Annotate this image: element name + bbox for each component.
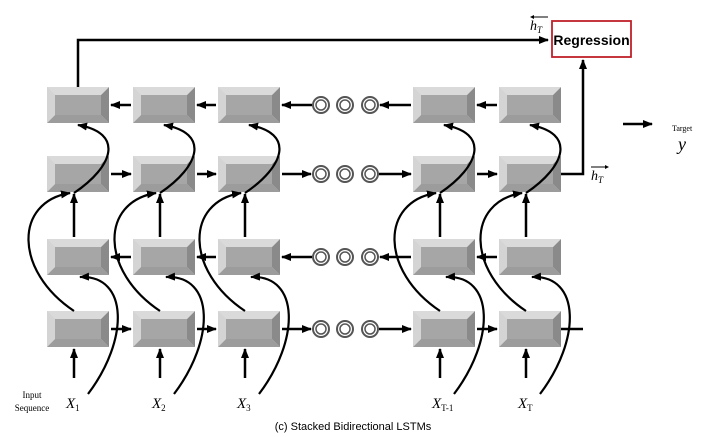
forward2-to-backward2-curve xyxy=(525,122,562,194)
h-backward-label: hT xyxy=(530,15,548,35)
input-to-backward-curve xyxy=(165,272,205,395)
ellipsis-dot xyxy=(312,320,330,338)
lstm-cell-layer-2-backward-3 xyxy=(218,87,280,123)
lstm-cell-layer-1-backward-3 xyxy=(218,239,280,275)
ellipsis-dot xyxy=(361,96,379,114)
lstm-cell-layer-2-forward-5 xyxy=(499,156,561,192)
lstm-cell-layer-2-forward-3 xyxy=(218,156,280,192)
backward-output-arrow xyxy=(76,36,549,87)
lstm-cell-layer-1-backward-2 xyxy=(133,239,195,275)
lstm-cell-layer-1-backward-5 xyxy=(499,239,561,275)
h-forward-label: hT xyxy=(591,165,609,185)
lstm-cell-layer-2-backward-5 xyxy=(499,87,561,123)
target-label: Target xyxy=(672,124,693,133)
ellipsis-dot xyxy=(361,248,379,266)
forward1-to-forward2-curve xyxy=(27,190,75,312)
input-label-2: X2 xyxy=(151,396,166,413)
lstm-cell-layer-1-forward-5 xyxy=(499,311,561,347)
lstm-cell-layer-2-backward-2 xyxy=(133,87,195,123)
ellipsis-dot xyxy=(336,248,354,266)
lstm-cell-layer-2-forward-1 xyxy=(47,156,109,192)
input-label-5: XT xyxy=(517,396,533,413)
ellipsis-dot xyxy=(312,165,330,183)
forward1-to-forward2-curve xyxy=(393,190,441,312)
input-to-backward-curve xyxy=(531,272,571,395)
ellipsis-dot xyxy=(336,96,354,114)
lstm-cell-layer-1-forward-2 xyxy=(133,311,195,347)
input-to-backward-curve xyxy=(250,272,290,395)
lstm-cell-layer-1-backward-1 xyxy=(47,239,109,275)
input-label-1: X1 xyxy=(65,396,80,413)
lstm-cell-layer-2-backward-1 xyxy=(47,87,109,123)
ellipsis-dot xyxy=(336,320,354,338)
ellipsis-dot xyxy=(361,165,379,183)
input-to-backward-curve xyxy=(79,272,119,395)
lstm-cell-layer-2-forward-4 xyxy=(413,156,475,192)
forward2-to-backward2-curve xyxy=(439,122,476,194)
ellipsis-dot xyxy=(312,248,330,266)
lstm-cell-layer-2-backward-4 xyxy=(413,87,475,123)
target-symbol: y xyxy=(676,134,686,154)
ellipsis-dot xyxy=(361,320,379,338)
input-label-3: X3 xyxy=(236,396,251,413)
forward1-to-forward2-curve xyxy=(198,190,246,312)
ellipsis-dot xyxy=(312,96,330,114)
forward1-to-forward2-curve xyxy=(113,190,161,312)
regression-box: Regression xyxy=(551,20,632,58)
lstm-cell-layer-1-forward-3 xyxy=(218,311,280,347)
ellipsis-dot xyxy=(336,165,354,183)
forward-output-arrow xyxy=(561,59,587,176)
input-sequence-label-line2: Sequence xyxy=(15,403,49,413)
forward2-to-backward2-curve xyxy=(73,122,110,194)
figure-caption: (c) Stacked Bidirectional LSTMs xyxy=(275,421,432,433)
regression-label: Regression xyxy=(553,32,629,48)
svg-text:hT: hT xyxy=(591,169,604,185)
forward1-to-forward2-curve xyxy=(479,190,527,312)
input-to-backward-curve xyxy=(445,272,485,395)
forward2-to-backward2-curve xyxy=(159,122,196,194)
input-label-4: XT-1 xyxy=(431,396,453,413)
lstm-cell-layer-2-forward-2 xyxy=(133,156,195,192)
svg-text:hT: hT xyxy=(530,19,543,35)
lstm-cell-layer-1-forward-1 xyxy=(47,311,109,347)
input-sequence-label-line1: Input xyxy=(23,390,42,400)
lstm-cell-layer-1-forward-4 xyxy=(413,311,475,347)
lstm-cell-layer-1-backward-4 xyxy=(413,239,475,275)
forward2-to-backward2-curve xyxy=(244,122,281,194)
